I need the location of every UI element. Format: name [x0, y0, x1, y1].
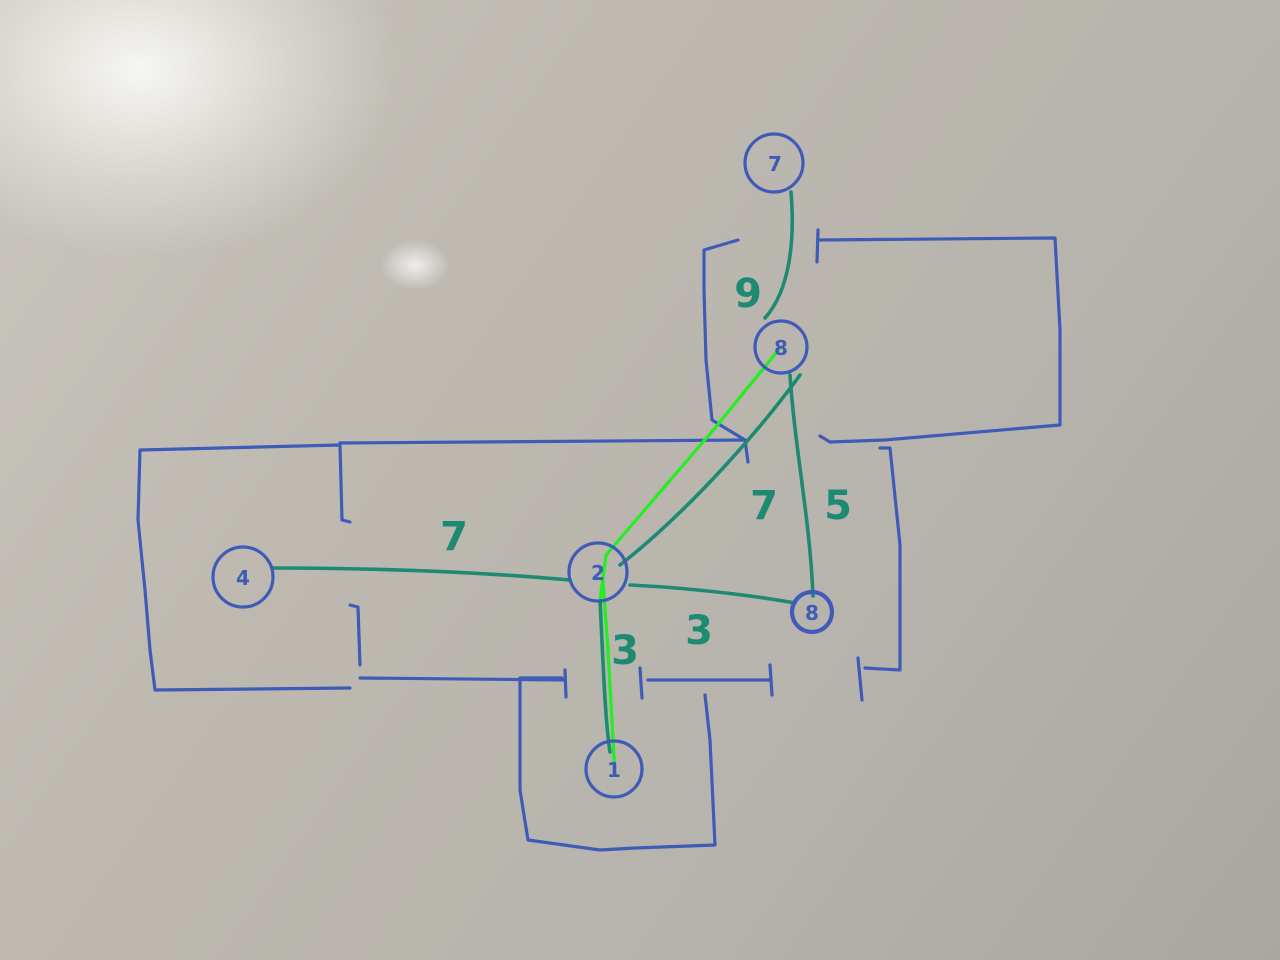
node-bottom-label: 1 [607, 758, 621, 782]
edge-left-to-center [270, 566, 572, 582]
node-right-label: 8 [805, 601, 819, 625]
graph-nodes: 7 8 4 2 8 1 [211, 132, 835, 799]
weight-left-to-center: 7 [440, 514, 468, 560]
highlight-upper-to-center [598, 346, 782, 602]
node-left-label: 4 [236, 566, 250, 590]
left-room-inner-wall [348, 603, 362, 667]
edge-center-to-upper [618, 373, 802, 567]
edge-upper-to-right [788, 373, 815, 598]
floor-plan-walls [136, 228, 1062, 852]
node-right: 8 [789, 589, 835, 635]
node-upper-middle: 8 [753, 319, 809, 375]
edge-top-to-upper [763, 190, 794, 320]
right-room-wall [856, 446, 902, 702]
graph-edges [270, 190, 815, 754]
node-upper-middle-label: 8 [774, 336, 788, 360]
center-top-wall [338, 438, 747, 445]
highlight-center-to-bottom [601, 580, 617, 777]
weight-top-to-upper: 9 [734, 271, 762, 317]
node-bottom: 1 [584, 739, 644, 799]
bottom-room-wall [518, 676, 717, 852]
node-top: 7 [743, 132, 805, 194]
center-bottom-wall [358, 668, 568, 699]
node-center-label: 2 [591, 561, 605, 585]
weight-center-to-upper: 7 [750, 483, 778, 529]
edge-center-to-bottom [598, 598, 612, 754]
weight-center-to-right: 3 [685, 608, 713, 654]
node-center: 2 [567, 541, 629, 603]
light-glare-small [380, 240, 450, 290]
weight-center-to-bottom: 3 [611, 628, 639, 674]
node-left: 4 [211, 545, 275, 609]
edge-weight-labels: 9 7 7 5 3 3 [440, 271, 852, 674]
weight-upper-to-right: 5 [824, 483, 852, 529]
top-left-room-wall [702, 238, 747, 442]
top-right-room-wall [815, 228, 1062, 444]
left-room-wall [136, 443, 352, 692]
node-top-label: 7 [768, 152, 782, 176]
bottom-right-wall [638, 663, 774, 700]
highlighted-path [598, 346, 782, 777]
edge-center-to-right [628, 583, 797, 605]
